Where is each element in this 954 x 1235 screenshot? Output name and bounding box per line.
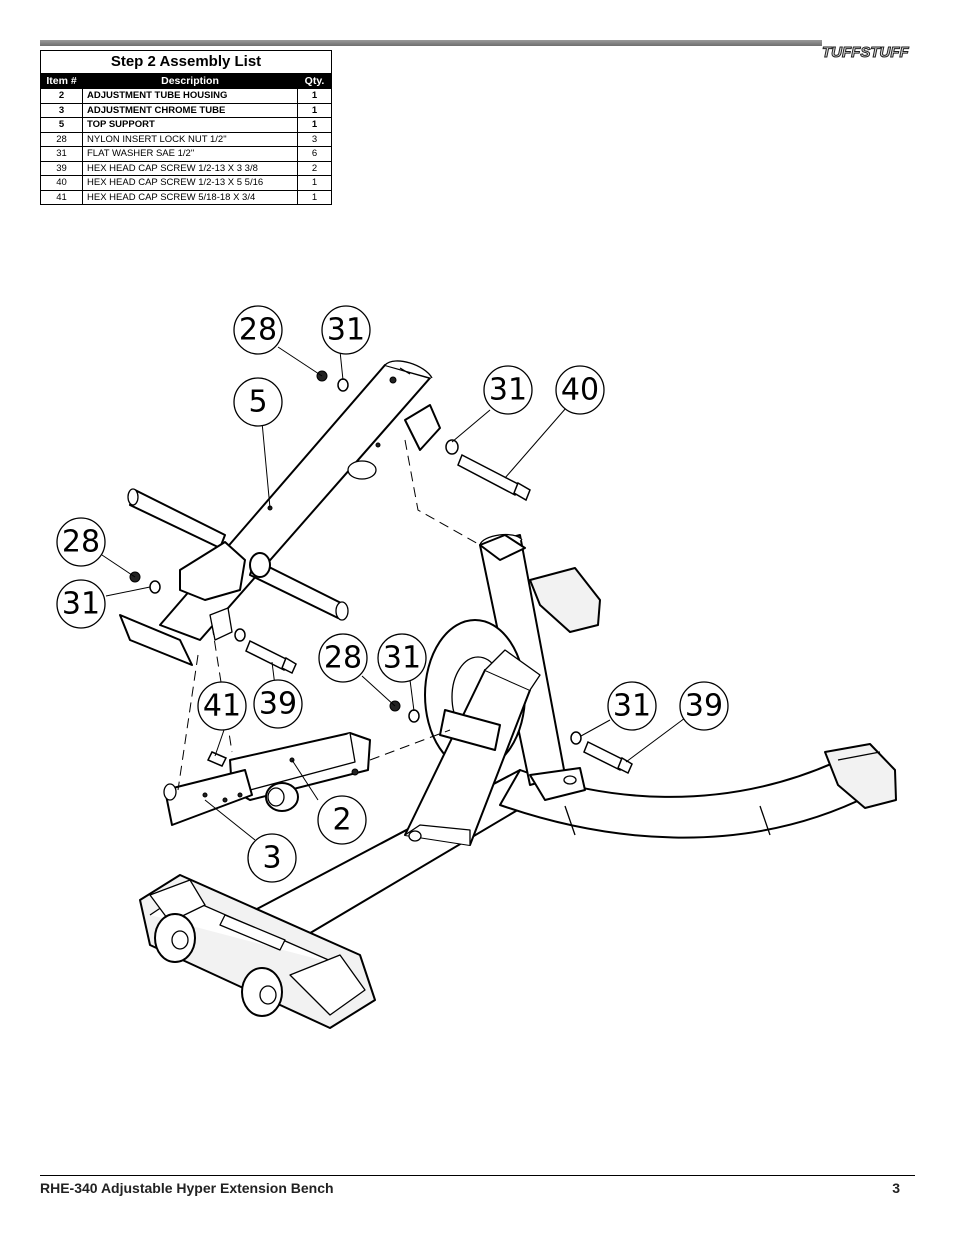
callout: 31 [483, 365, 533, 415]
brand-logo: TUFFSTUFF [822, 44, 910, 62]
item-qty: 1 [296, 117, 333, 133]
callout-label: 41 [203, 689, 241, 724]
callout: 40 [555, 365, 605, 415]
callout-label: 39 [259, 687, 297, 722]
callout-label: 3 [262, 841, 281, 876]
item-description: HEX HEAD CAP SCREW 5/18-18 X 3/4 [82, 189, 298, 205]
callout-label: 28 [324, 641, 362, 676]
callout: 39 [679, 681, 729, 731]
item-description: HEX HEAD CAP SCREW 1/2-13 X 3 3/8 [82, 160, 298, 176]
callout: 31 [321, 305, 371, 355]
callout: 31 [56, 579, 106, 629]
callout-label: 31 [383, 641, 421, 676]
table-row: 41 HEX HEAD CAP SCREW 5/18-18 X 3/4 1 [40, 189, 333, 205]
callout-label: 31 [489, 373, 527, 408]
callout-label: 28 [239, 313, 277, 348]
item-qty: 1 [296, 88, 333, 104]
callout: 5 [233, 377, 283, 427]
column-header-description: Description [82, 73, 298, 89]
item-qty: 1 [296, 102, 333, 118]
item-description: TOP SUPPORT [82, 117, 298, 133]
page-number: 3 [892, 1180, 900, 1196]
assembly-diagram: 28 31 5 31 40 28 31 28 31 41 39 31 [56, 305, 897, 1029]
assembly-list-title: Step 2 Assembly List [39, 50, 333, 74]
table-row: 3 ADJUSTMENT CHROME TUBE 1 [40, 102, 333, 118]
callout: 28 [56, 517, 106, 567]
callout: 41 [197, 681, 247, 731]
top-support [119, 360, 441, 666]
item-number: 41 [40, 189, 83, 205]
table-row: 28 NYLON INSERT LOCK NUT 1/2" 3 [40, 131, 333, 147]
callout: 31 [377, 633, 427, 683]
table-row: 2 ADJUSTMENT TUBE HOUSING 1 [40, 88, 333, 104]
callout-label: 31 [62, 587, 100, 622]
adjustment-arm [404, 649, 541, 846]
header-rule [40, 40, 822, 46]
callout: 2 [317, 795, 367, 845]
table-row: 40 HEX HEAD CAP SCREW 1/2-13 X 5 5/16 1 [40, 175, 333, 191]
item-qty: 1 [296, 189, 333, 205]
item-description: FLAT WASHER SAE 1/2" [82, 146, 298, 162]
item-description: NYLON INSERT LOCK NUT 1/2" [82, 131, 298, 147]
item-qty: 3 [296, 131, 333, 147]
table-row: 5 TOP SUPPORT 1 [40, 117, 333, 133]
footer-title: RHE-340 Adjustable Hyper Extension Bench [40, 1180, 334, 1196]
item-number: 28 [40, 131, 83, 147]
callout: 39 [253, 679, 303, 729]
callout-label: 5 [248, 385, 267, 420]
column-header-qty: Qty. [296, 73, 333, 89]
item-number: 3 [40, 102, 83, 118]
column-header-item: Item # [40, 73, 83, 89]
callout-label: 31 [613, 689, 651, 724]
callout-label: 2 [332, 803, 351, 838]
item-qty: 2 [296, 160, 333, 176]
item-description: HEX HEAD CAP SCREW 1/2-13 X 5 5/16 [82, 175, 298, 191]
callout-label: 40 [561, 373, 599, 408]
callout: 28 [233, 305, 283, 355]
callout-label: 31 [327, 313, 365, 348]
callout: 3 [247, 833, 297, 883]
upright-post [479, 533, 601, 801]
item-description: ADJUSTMENT TUBE HOUSING [82, 88, 298, 104]
callout-label: 28 [62, 525, 100, 560]
item-number: 40 [40, 175, 83, 191]
table-row: 39 HEX HEAD CAP SCREW 1/2-13 X 3 3/8 2 [40, 160, 333, 176]
callout: 31 [607, 681, 657, 731]
hardware [129, 370, 633, 775]
table-row: 31 FLAT WASHER SAE 1/2" 6 [40, 146, 333, 162]
item-qty: 6 [296, 146, 333, 162]
item-number: 39 [40, 160, 83, 176]
callout-label: 39 [685, 689, 723, 724]
callout: 28 [318, 633, 368, 683]
leader-lines [101, 346, 686, 841]
item-description: ADJUSTMENT CHROME TUBE [82, 102, 298, 118]
base-frame [139, 743, 897, 1029]
assembly-list-table: Step 2 Assembly List Item # Description … [39, 50, 333, 205]
footer-rule [40, 1175, 915, 1176]
item-number: 2 [40, 88, 83, 104]
item-number: 5 [40, 117, 83, 133]
adjustment-tubes [163, 732, 371, 826]
item-number: 31 [40, 146, 83, 162]
item-qty: 1 [296, 175, 333, 191]
